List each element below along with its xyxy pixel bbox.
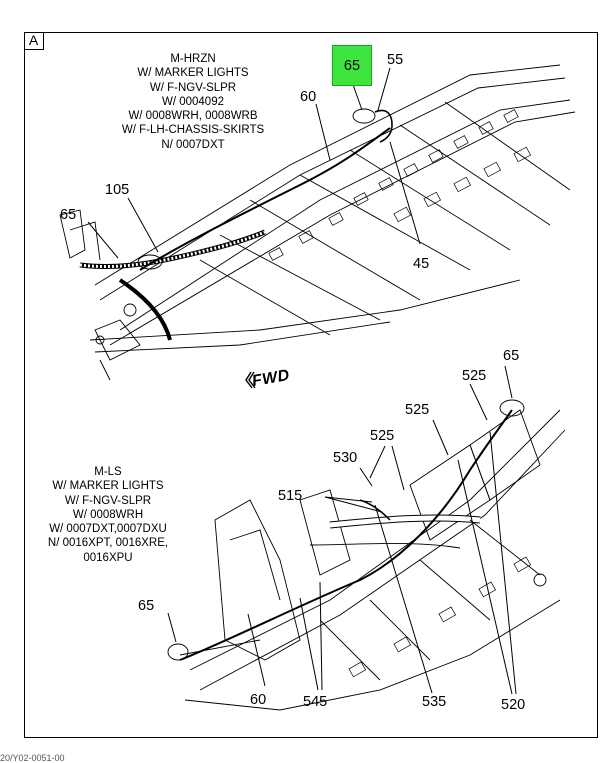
- top-view-conditions: M-HRZN W/ MARKER LIGHTS W/ F-NGV-SLPR W/…: [121, 53, 265, 151]
- callout-525-a: 525: [462, 368, 487, 384]
- callout-65-bottom-top: 65: [503, 348, 520, 364]
- footer-reference: 20/Y02-0051-00: [0, 753, 65, 763]
- callout-55: 55: [387, 52, 404, 68]
- callout-520: 520: [501, 697, 526, 713]
- callout-45: 45: [413, 256, 430, 272]
- top-chassis-drawing: [59, 64, 576, 381]
- callout-105: 105: [105, 182, 130, 198]
- callout-525-b: 525: [405, 402, 430, 418]
- leader-lines: [87, 67, 517, 695]
- panel-label: A: [24, 32, 44, 50]
- callout-545: 545: [303, 694, 328, 710]
- callout-535: 535: [422, 694, 447, 710]
- callout-65-bottom-left: 65: [138, 598, 155, 614]
- callout-530: 530: [333, 450, 358, 466]
- diagram-frame: [24, 32, 598, 738]
- callout-60-bottom: 60: [250, 692, 267, 708]
- callout-515: 515: [278, 488, 303, 504]
- bottom-view-conditions: M-LS W/ MARKER LIGHTS W/ F-NGV-SLPR W/ 0…: [47, 466, 169, 564]
- highlighted-callout-65[interactable]: 65: [332, 45, 372, 86]
- callout-65-highlighted: 65: [343, 58, 361, 74]
- callout-525-c: 525: [370, 428, 395, 444]
- bottom-chassis-drawing: [167, 399, 566, 711]
- callout-60: 60: [300, 89, 317, 105]
- callout-65-top-left: 65: [60, 207, 77, 223]
